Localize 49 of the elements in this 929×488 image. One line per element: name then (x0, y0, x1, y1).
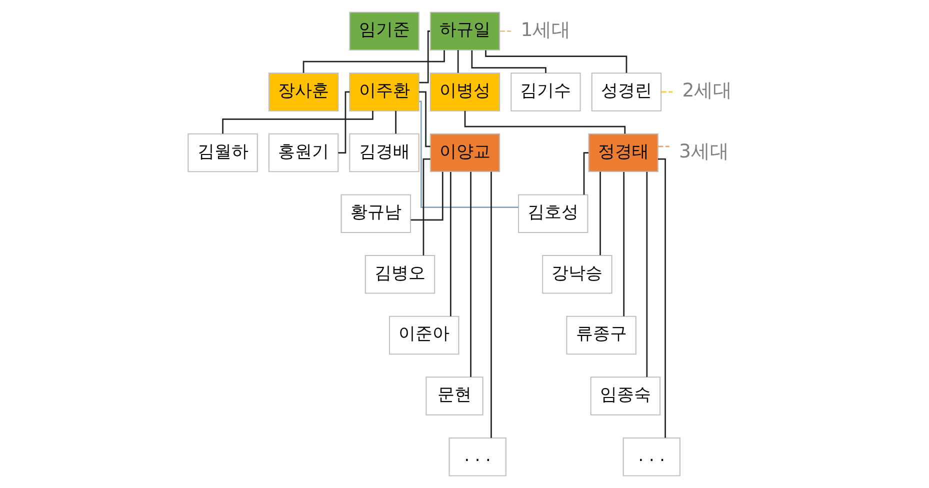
node-box: 김경배 (348, 133, 419, 172)
node-box: 정경태 (588, 133, 658, 172)
node-box: 임종숙 (590, 376, 660, 416)
node-box: 이준아 (388, 316, 459, 355)
connector (499, 30, 511, 32)
connector (484, 50, 627, 73)
connector (394, 110, 396, 134)
node-box: . . . (622, 437, 680, 476)
connector (410, 172, 443, 221)
connector (422, 158, 430, 256)
connector (599, 172, 600, 256)
connector (418, 100, 518, 208)
connector (470, 172, 471, 378)
node-box: 하규일 (429, 12, 500, 51)
node-box: 임기준 (348, 12, 419, 51)
connector (464, 110, 626, 134)
node-box: 김호성 (517, 194, 588, 233)
node-box: 류종구 (566, 316, 636, 355)
connector (582, 152, 588, 195)
connector (660, 91, 672, 93)
connector (622, 172, 624, 316)
connector (657, 158, 666, 438)
node-box: 성경린 (590, 72, 662, 112)
connector (646, 172, 648, 378)
node-text: 3세대 (678, 140, 729, 162)
node-box: 김기수 (510, 72, 580, 112)
node-box: . . . (448, 437, 506, 476)
node-box: 이주환 (348, 72, 419, 112)
node-box: 장사훈 (268, 72, 338, 112)
node-box: 김병오 (364, 255, 435, 294)
connector (490, 172, 492, 438)
node-text: 1세대 (520, 18, 570, 41)
node-box: 이병성 (429, 72, 500, 112)
node-box: 김월하 (187, 133, 258, 172)
connector (222, 110, 373, 134)
connector (456, 50, 458, 73)
node-text: 2세대 (682, 80, 732, 102)
connector (418, 91, 430, 148)
node-box: 황규남 (340, 194, 410, 233)
connector (658, 146, 669, 148)
connector (470, 50, 546, 73)
node-box: 문현 (425, 376, 483, 416)
connector (449, 172, 451, 316)
node-box: 강낙승 (542, 255, 612, 294)
connector (338, 91, 350, 154)
connector (302, 50, 444, 73)
node-box: 홍원기 (268, 133, 338, 172)
connector (418, 30, 430, 84)
node-box: 이양교 (429, 133, 500, 172)
